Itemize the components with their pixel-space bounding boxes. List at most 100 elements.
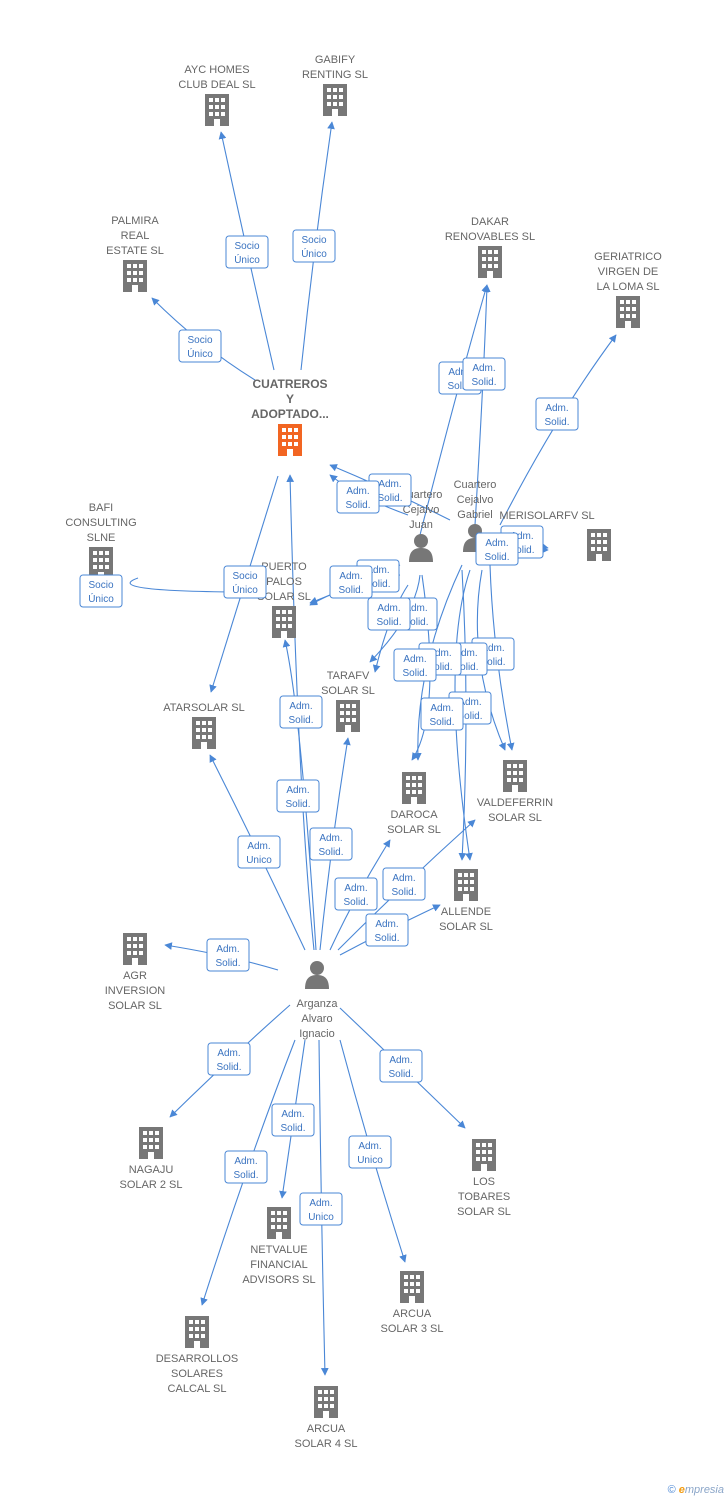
edge-label-box (279, 695, 323, 729)
edge-label-box (276, 779, 320, 813)
edge-label-text: Socio (232, 571, 257, 582)
edge-label-box (367, 597, 411, 631)
edge-label[interactable]: Adm.Solid. (462, 357, 506, 391)
edge-label[interactable]: Adm.Unico (348, 1135, 392, 1169)
company-node-main[interactable]: CUATREROSYADOPTADO... (251, 377, 329, 456)
edge-label[interactable]: Adm.Solid. (475, 532, 519, 566)
edge-label-box (334, 877, 378, 911)
node-label: Y (286, 392, 294, 406)
edge-label-box (336, 480, 380, 514)
node-label: Cejalvo (457, 494, 494, 506)
company-node-atarsolar[interactable]: ATARSOLAR SL (163, 702, 245, 749)
edge-label[interactable]: Adm.Solid. (393, 648, 437, 682)
edge-label-text: Unico (308, 1212, 334, 1223)
node-label: ARCUA (393, 1308, 432, 1320)
edge-label-text: Solid. (343, 897, 368, 908)
edge-label-box (271, 1103, 315, 1137)
edge-label-box (379, 1049, 423, 1083)
edge-label[interactable]: Adm. Solid. (329, 565, 373, 599)
edge-label[interactable]: Adm.Solid. (276, 779, 320, 813)
node-label: CLUB DEAL SL (178, 79, 255, 91)
edge-label[interactable]: Adm.Solid. (535, 397, 579, 431)
edge-label-text: Adm. (339, 571, 362, 582)
edge-label[interactable]: Adm.Solid. (379, 1049, 423, 1083)
edge-label-box (178, 329, 222, 363)
building-icon (267, 1207, 291, 1239)
node-label: SOLAR SL (488, 812, 542, 824)
edge-label-text: Adm. (344, 883, 367, 894)
edge-label[interactable]: Adm.Solid. (309, 827, 353, 861)
edge-label-text: Adm. (217, 1048, 240, 1059)
edge-label[interactable]: Adm.Solid. (336, 480, 380, 514)
building-icon (616, 296, 640, 328)
edge-label[interactable]: Adm.Solid. (279, 695, 323, 729)
edge-label[interactable]: Adm.Unico (237, 835, 281, 869)
node-label: PALOS (266, 576, 302, 588)
edge-label-text: Unico (357, 1155, 383, 1166)
edge-label[interactable]: Adm.Solid. (420, 697, 464, 731)
edge-label[interactable]: Adm.Solid. (367, 597, 411, 631)
edge-label[interactable]: Adm.Solid. (207, 1042, 251, 1076)
node-label: DAROCA (390, 809, 438, 821)
node-label: VIRGEN DE (598, 266, 659, 278)
footer-brand[interactable]: ©empresia (668, 1484, 724, 1496)
edge-label[interactable]: Adm.Solid. (365, 913, 409, 947)
edge-label[interactable]: Adm.Unico (299, 1192, 343, 1226)
edge-label[interactable]: Adm.Solid. (382, 867, 426, 901)
company-node-merisolar[interactable]: MERISOLARFV SL (499, 510, 611, 561)
node-label: PALMIRA (111, 215, 159, 227)
edge-label-text: Único (187, 347, 213, 360)
edge-label-box (365, 913, 409, 947)
node-label: RENTING SL (302, 69, 368, 81)
edge-label-box (393, 648, 437, 682)
edge-label[interactable]: Adm.Solid. (206, 938, 250, 972)
edge-label[interactable]: Adm.Solid. (224, 1150, 268, 1184)
node-label: LA LOMA SL (597, 281, 660, 293)
edge-label[interactable]: Adm. Solid. (334, 877, 378, 911)
edge-label-text: Solid. (403, 617, 428, 628)
edge-label[interactable]: Adm.Solid. (271, 1103, 315, 1137)
node-label: ESTATE SL (106, 245, 164, 257)
edge-label-box (462, 357, 506, 391)
building-icon (478, 246, 502, 278)
edge-label-text: Adm. (485, 538, 508, 549)
edge-label-box (535, 397, 579, 431)
edge-label-box (292, 229, 336, 263)
edge-label-text: Adm. (404, 603, 427, 614)
edge-label-text: Solid. (509, 545, 534, 556)
edge-label-text: Adm. (247, 841, 270, 852)
edge-label-text: Adm. (403, 654, 426, 665)
node-label: SOLAR SL (108, 1000, 162, 1012)
building-icon (123, 933, 147, 965)
node-label: SOLAR SL (457, 1206, 511, 1218)
edge-label-text: Solid. (338, 585, 363, 596)
node-label: Juan (409, 519, 433, 531)
edge-label-text: Socio (234, 241, 259, 252)
building-icon (192, 717, 216, 749)
